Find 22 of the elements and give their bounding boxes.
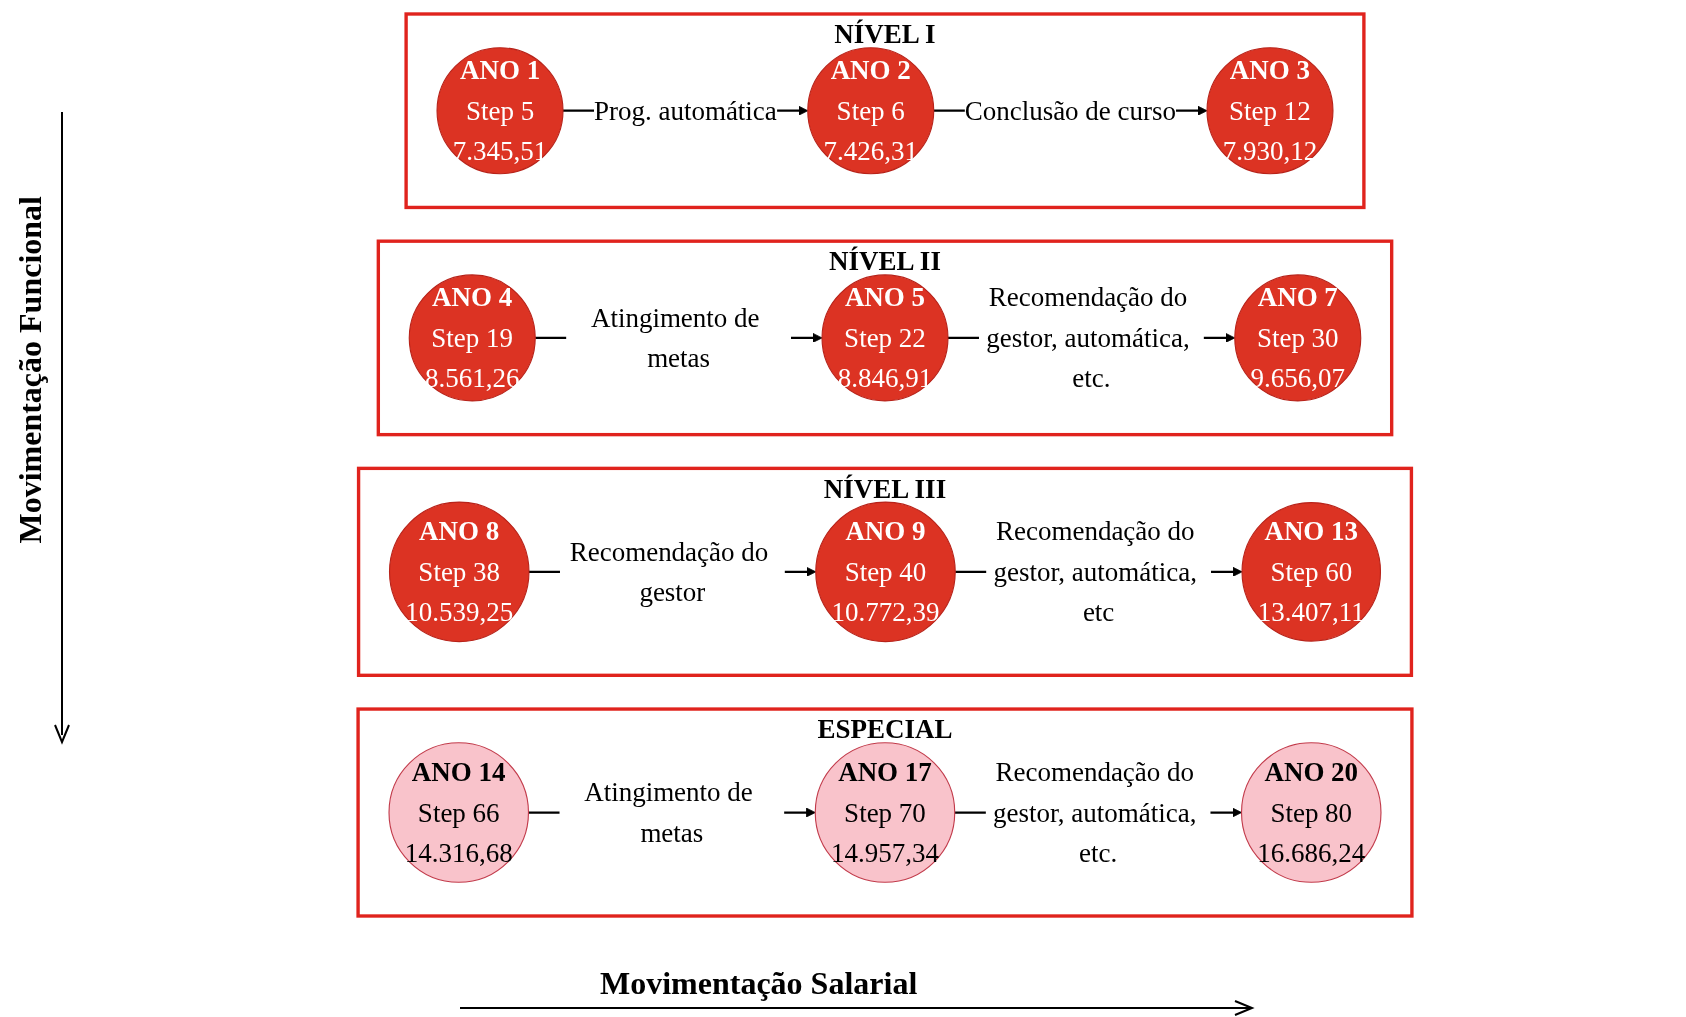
edge-label: Prog. automática xyxy=(593,96,777,126)
node-circle: ANO 4 Step 19 8.561,26 xyxy=(408,274,536,402)
edge-label: Recomendação do gestor, automática, etc. xyxy=(986,282,1190,394)
node-circle: ANO 20 Step 80 16.686,24 xyxy=(1240,742,1382,883)
edge-label: Recomendação do gestor, automática, etc. xyxy=(992,757,1197,868)
node-circle: ANO 2 Step 6 7.426,31 xyxy=(807,47,935,175)
edge-label: Atingimento de metas xyxy=(584,777,753,848)
edge-label: Conclusão de curso xyxy=(964,96,1177,126)
node-circle: ANO 3 Step 12 7.930,12 xyxy=(1206,47,1334,175)
node-circle: ANO 8 Step 38 10.539,25 xyxy=(388,501,530,643)
axis-title: Movimentação Funcional xyxy=(11,196,49,544)
node-circle: ANO 14 Step 66 14.316,68 xyxy=(388,742,530,883)
node-circle: ANO 9 Step 40 10.772,39 xyxy=(815,501,956,643)
node-circle: ANO 5 Step 22 8.846,91 xyxy=(821,274,949,402)
node-circle: ANO 13 Step 60 13.407,11 xyxy=(1241,502,1382,642)
node-circle: ANO 7 Step 30 9.656,07 xyxy=(1234,274,1362,402)
node-circle: ANO 17 Step 70 14.957,34 xyxy=(814,742,956,883)
edge-label: Atingimento de metas xyxy=(590,303,760,373)
edge-label: Recomendação do gestor, automática, etc xyxy=(993,516,1198,627)
edge-label: Recomendação do gestor xyxy=(569,536,769,607)
axis-title: Movimentação Salarial xyxy=(600,965,918,1002)
node-circle: ANO 1 Step 5 7.345,51 xyxy=(436,47,564,175)
